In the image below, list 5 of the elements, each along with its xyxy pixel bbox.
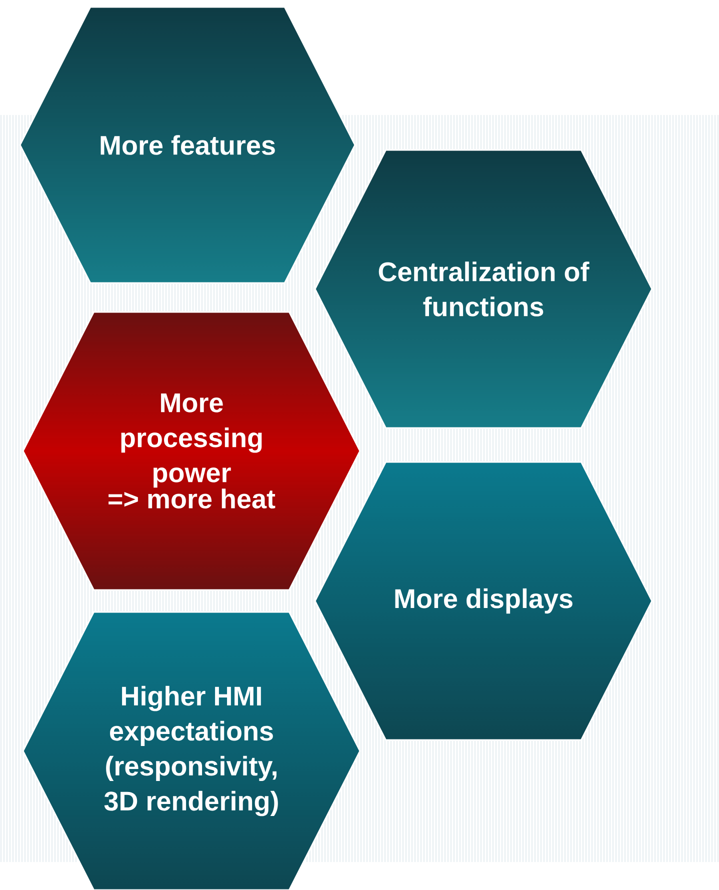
hexagon: More features <box>19 6 356 284</box>
hexagon: Centralization of functions <box>314 149 653 429</box>
hexagon: More displays <box>314 461 653 741</box>
hexagon: More processing power => more heat <box>22 311 361 591</box>
hexagon: Higher HMI expectations (responsivity, 3D rendering) <box>22 611 361 890</box>
